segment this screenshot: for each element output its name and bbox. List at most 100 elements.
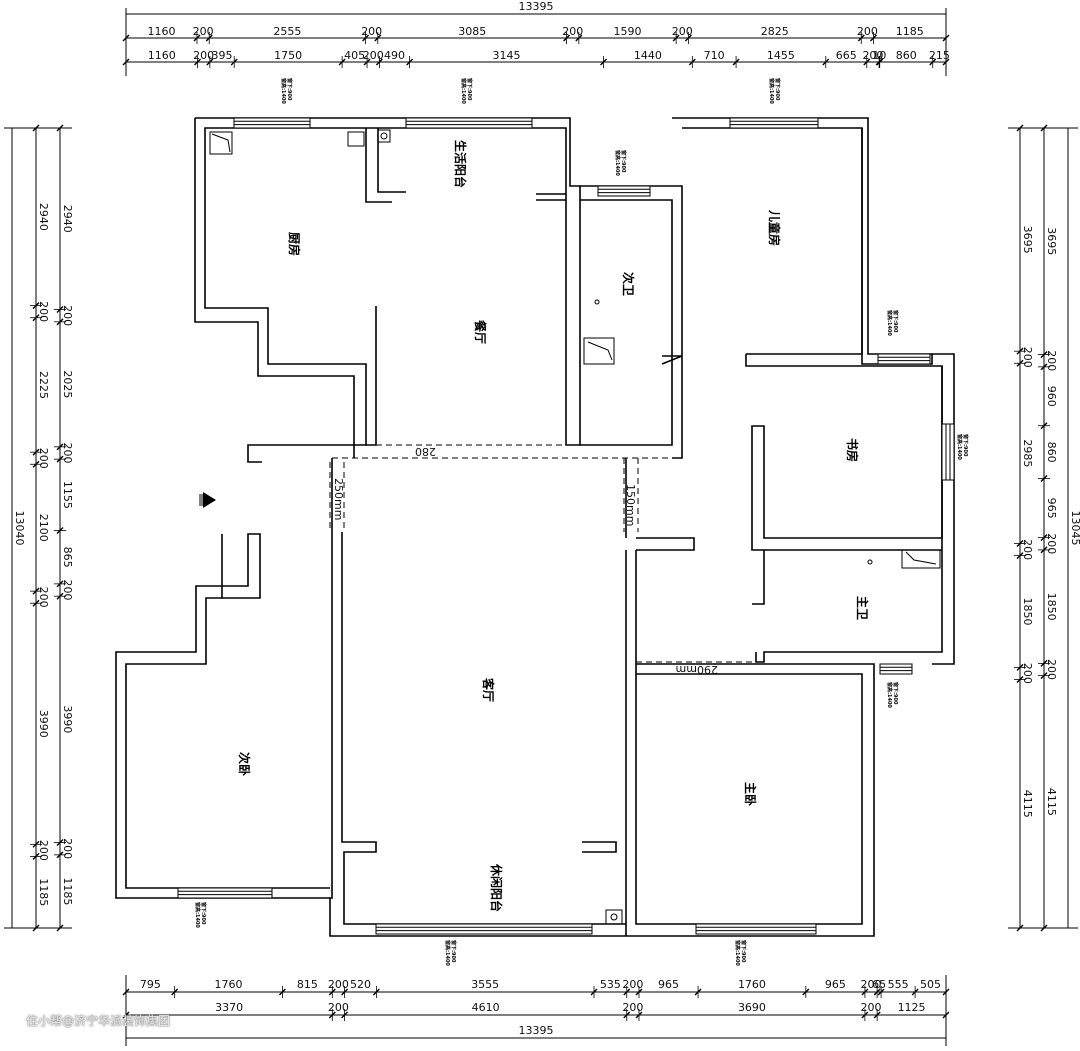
dimension-label: 1185 (896, 25, 924, 38)
kitchen-sink-basin-icon (211, 133, 231, 153)
service-balcony-drain-icon (377, 129, 391, 143)
dimension-lines (4, 8, 1078, 1046)
dimension-label: 200 (363, 49, 384, 62)
window-icon (233, 117, 311, 129)
window-note-text: 窗下:900 (286, 78, 293, 101)
dimension-label: 200 (193, 49, 214, 62)
dimension-label: 965 (658, 978, 679, 991)
master-bath-vanity-curve-icon (905, 551, 937, 565)
second-bath-floor-drain-icon (594, 299, 600, 305)
dimension-label: 200 (37, 301, 50, 322)
dimension-label: 2100 (37, 514, 50, 542)
room-label-master-bedroom: 主卧 (743, 782, 758, 806)
dimension-label: 2940 (61, 205, 74, 233)
dimension-label: 860 (1045, 442, 1058, 463)
dimension-label: 490 (384, 49, 405, 62)
window-note-text: 窗高:1400 (460, 78, 467, 104)
dimension-label: 200 (622, 1001, 643, 1014)
dimension-label: 200 (862, 49, 883, 62)
dimension-label: 200 (672, 25, 693, 38)
dimension-tick (56, 124, 64, 132)
drain-circle-icon (380, 132, 388, 140)
window-icon (695, 923, 817, 935)
dimension-label: 2555 (273, 25, 301, 38)
beam-lines (329, 444, 756, 675)
window-note-text: 窗下:900 (200, 902, 207, 925)
dimension-tick (1016, 124, 1024, 132)
dimension-label: 200 (37, 587, 50, 608)
dimension-label: 1760 (215, 978, 243, 991)
leisure-balcony-drain-icon (605, 909, 623, 925)
beam-label-master: 290mm (676, 663, 718, 676)
window-icon (877, 353, 931, 365)
room-label-kitchen: 厨房 (287, 232, 302, 256)
dimension-label: 3370 (215, 1001, 243, 1014)
room-label-leisure-balcony: 休闲阳台 (489, 863, 504, 912)
dimension-label: 3695 (1045, 227, 1058, 255)
window-note-text: 窗下:900 (892, 310, 899, 333)
dimension-label: 1750 (274, 49, 302, 62)
dimension-label: 200 (61, 838, 74, 859)
beam-label-left: 250mm (332, 478, 345, 520)
window-note-text: 窗下:900 (740, 940, 747, 963)
dimension-label: 65 (872, 978, 886, 991)
dimension-tick (122, 58, 130, 66)
windows (177, 117, 955, 935)
dimension-label: 4115 (1021, 790, 1034, 818)
entrance-arrow-icon (199, 492, 216, 508)
window-note-text: 窗高:1400 (280, 78, 287, 104)
dimension-label: 200 (1045, 350, 1058, 371)
dimension-total-left: 13040 (13, 511, 26, 546)
fixtures (209, 129, 941, 925)
second-bath-shower-curve-icon (587, 341, 613, 361)
dimension-total-right: 13045 (1069, 511, 1080, 546)
dimension-label: 1440 (634, 49, 662, 62)
leisure-balcony-drain-circle-icon (610, 913, 618, 921)
dimension-label: 1850 (1045, 593, 1058, 621)
dimension-tick (122, 988, 130, 996)
dimension-tick (122, 1011, 130, 1019)
window-icon (879, 663, 913, 675)
window-note-text: 窗下:900 (962, 434, 969, 457)
room-label-service-balcony: 生活阳台 (453, 140, 468, 188)
dimension-label: 395 (212, 49, 233, 62)
dimension-label: 1185 (37, 878, 50, 906)
dimension-label: 3555 (471, 978, 499, 991)
second-bath-shower-icon (583, 337, 615, 365)
window-icon (177, 887, 273, 899)
dimension-label: 3990 (61, 705, 74, 733)
window-note-text: 窗高:1400 (194, 902, 201, 928)
window-icon (375, 923, 593, 935)
dimension-label: 1185 (61, 877, 74, 905)
dimension-label: 200 (193, 25, 214, 38)
window-note-text: 窗高:1400 (444, 940, 451, 966)
dimension-label: 710 (704, 49, 725, 62)
dimension-label: 520 (350, 978, 371, 991)
room-label-study: 书房 (845, 438, 860, 462)
dimension-label: 2985 (1021, 439, 1034, 467)
dimension-total-top: 13395 (519, 0, 554, 13)
room-label-master-bath: 主卫 (855, 596, 870, 620)
dimension-tick (1040, 124, 1048, 132)
dimension-label: 200 (861, 1001, 882, 1014)
window-note-text: 窗下:900 (620, 150, 627, 173)
dimension-label: 200 (361, 25, 382, 38)
dimension-label: 1155 (61, 481, 74, 509)
window-icon (729, 117, 819, 129)
dimension-label: 200 (328, 978, 349, 991)
room-label-dining: 餐厅 (473, 320, 488, 344)
dimension-tick (32, 124, 40, 132)
dimension-label: 2825 (761, 25, 789, 38)
dimension-label: 1590 (613, 25, 641, 38)
kitchen-sink-icon (209, 131, 233, 155)
dimension-label: 1760 (738, 978, 766, 991)
window-note-text: 窗下:900 (466, 78, 473, 101)
dimension-label: 200 (1045, 533, 1058, 554)
window-note-text: 窗高:1400 (886, 310, 893, 336)
window-icon (405, 117, 533, 129)
window-note-text: 窗下:900 (450, 940, 457, 963)
room-label-living: 客厅 (481, 677, 496, 702)
window-note-text: 窗高:1400 (886, 682, 893, 708)
